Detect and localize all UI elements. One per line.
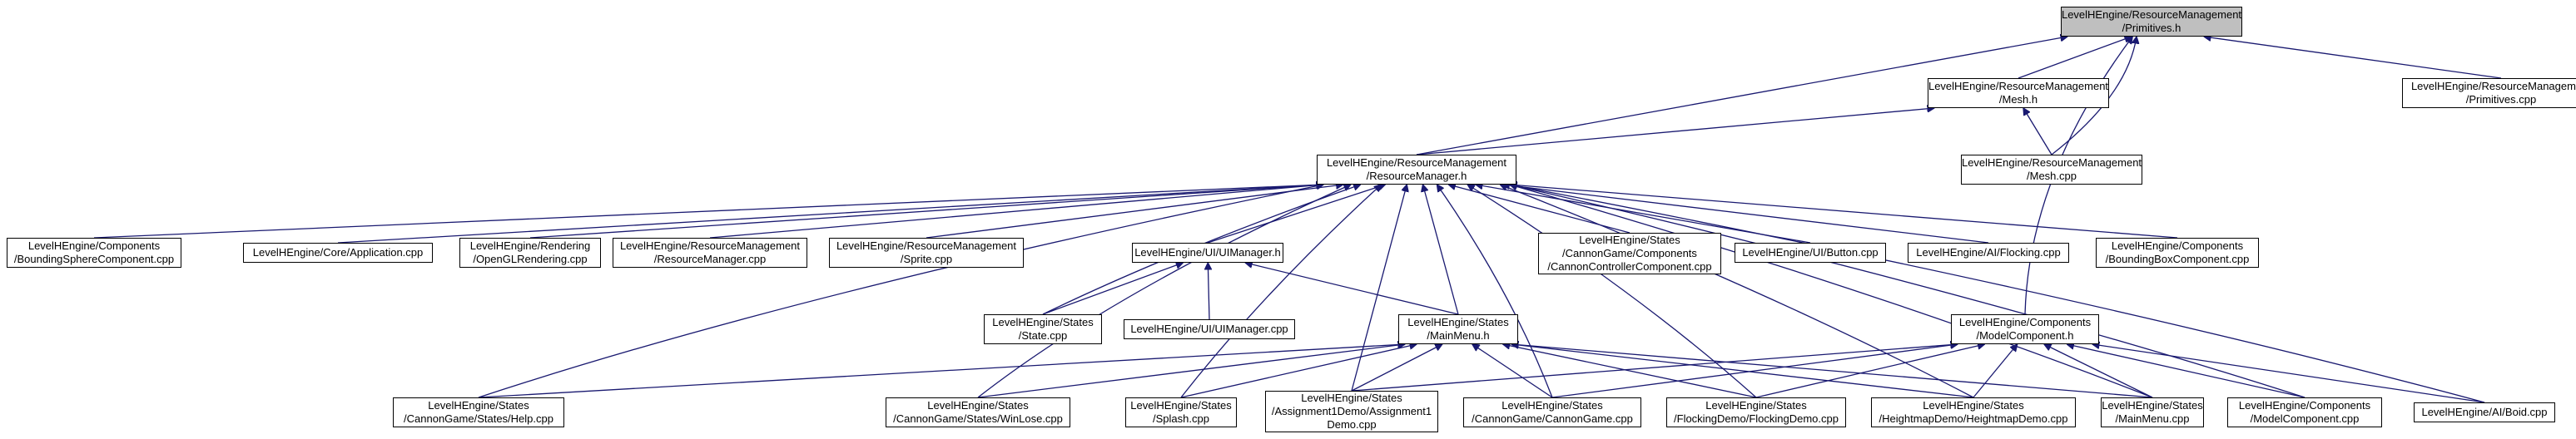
node-splash-cpp[interactable]: LevelHEngine/States /Splash.cpp (1125, 397, 1237, 427)
edge-mainmenu_h-to-resourcemanager_h (1423, 185, 1459, 315)
node-resourcemanager-cpp[interactable]: LevelHEngine/ResourceManagement /Resourc… (613, 238, 807, 268)
node-mesh-h[interactable]: LevelHEngine/ResourceManagement /Mesh.h (1928, 78, 2109, 108)
node-boid-cpp[interactable]: LevelHEngine/AI/Boid.cpp (2414, 402, 2555, 422)
edge-boid_cpp-to-resourcemanager_h (1510, 185, 2485, 403)
node-application-cpp[interactable]: LevelHEngine/Core/Application.cpp (243, 243, 433, 263)
edge-splash_cpp-to-mainmenu_h (1180, 344, 1417, 398)
edge-heightmapdemo_cpp-to-mainmenu_h (1511, 344, 1974, 398)
edge-flockingdemo_cpp-to-mainmenu_h (1503, 344, 1757, 398)
node-openglrendering-cpp[interactable]: LevelHEngine/Rendering /OpenGLRendering.… (459, 238, 601, 268)
node-cannoncontrollercomponent-cpp[interactable]: LevelHEngine/States /CannonGame/Componen… (1538, 233, 1721, 274)
edge-openglrendering_cpp-to-resourcemanager_h (529, 185, 1323, 239)
edge-assignment1demo_cpp-to-modelcomponent_h (1351, 344, 1958, 392)
node-mainmenu-cpp[interactable]: LevelHEngine/States /MainMenu.cpp (2101, 397, 2204, 427)
edge-mainmenu_cpp-to-resourcemanager_h (1510, 185, 2153, 398)
node-uimanager-cpp[interactable]: LevelHEngine/UI/UIManager.cpp (1124, 319, 1295, 339)
edge-heightmapdemo_cpp-to-modelcomponent_h (1973, 344, 2018, 398)
edge-uimanager_h-to-resourcemanager_h (1207, 185, 1385, 244)
node-cannongame-cpp[interactable]: LevelHEngine/States /CannonGame/CannonGa… (1463, 397, 1641, 427)
edge-cannongame_cpp-to-resourcemanager_h (1437, 185, 1553, 398)
edge-mainmenu_cpp-to-mainmenu_h (1511, 344, 2153, 398)
edge-winlose_cpp-to-mainmenu_h (977, 344, 1405, 398)
edge-modelcomponent_cpp-to-modelcomponent_h (2067, 344, 2305, 398)
edge-state_cpp-to-uimanager_h (1042, 263, 1183, 315)
edge-flockingdemo_cpp-to-resourcemanager_h (1467, 185, 1757, 398)
node-resourcemanager-h[interactable]: LevelHEngine/ResourceManagement /Resourc… (1317, 155, 1516, 185)
node-modelcomponent-h[interactable]: LevelHEngine/Components /ModelComponent.… (1951, 314, 2099, 344)
edge-help_cpp-to-resourcemanager_h (478, 185, 1323, 398)
node-uimanager-h[interactable]: LevelHEngine/UI/UIManager.h (1132, 243, 1283, 263)
edge-heightmapdemo_cpp-to-resourcemanager_h (1500, 185, 1974, 398)
node-primitives-cpp[interactable]: LevelHEngine/ResourceManagement /Primiti… (2402, 78, 2576, 108)
node-help-cpp[interactable]: LevelHEngine/States /CannonGame/States/H… (393, 397, 564, 427)
node-modelcomponent-cpp[interactable]: LevelHEngine/Components /ModelComponent.… (2227, 397, 2382, 427)
edge-sprite_cpp-to-resourcemanager_h (926, 185, 1343, 239)
edge-boundingbox_cpp-to-resourcemanager_h (1510, 185, 2178, 239)
edge-mainmenu_cpp-to-modelcomponent_h (2044, 344, 2153, 398)
node-flockingdemo-cpp[interactable]: LevelHEngine/States /FlockingDemo/Flocki… (1666, 397, 1846, 427)
node-boundingboxcomponent-cpp[interactable]: LevelHEngine/Components /BoundingBoxComp… (2096, 238, 2259, 268)
node-heightmapdemo-cpp[interactable]: LevelHEngine/States /HeightmapDemo/Heigh… (1871, 397, 2076, 427)
edge-mesh_h-to-primitives_h (2018, 37, 2132, 79)
edge-boundingsphere_cpp-to-resourcemanager_h (93, 185, 1323, 239)
node-mesh-cpp[interactable]: LevelHEngine/ResourceManagement /Mesh.cp… (1961, 155, 2142, 185)
node-assignment1demo-cpp[interactable]: LevelHEngine/States /Assignment1Demo/Ass… (1265, 391, 1438, 432)
edge-primitives_cpp-to-primitives_h (2204, 37, 2502, 79)
edge-winlose_cpp-to-resourcemanager_h (977, 185, 1351, 398)
edge-assignment1demo_cpp-to-mainmenu_h (1351, 344, 1442, 392)
node-boundingspherecomponent-cpp[interactable]: LevelHEngine/Components /BoundingSphereC… (7, 238, 181, 268)
edge-resourcemanager_cpp-to-resourcemanager_h (709, 185, 1323, 239)
edge-cannongame_cpp-to-modelcomponent_h (1551, 344, 1958, 398)
edge-resourcemanager_h-to-primitives_h (1416, 37, 2067, 155)
edge-modelcomponent_cpp-to-resourcemanager_h (1510, 185, 2305, 398)
edge-cannongame_cpp-to-mainmenu_h (1472, 344, 1553, 398)
node-uibutton-cpp[interactable]: LevelHEngine/UI/Button.cpp (1735, 243, 1886, 263)
edge-mainmenu_h-to-uimanager_h (1245, 263, 1459, 315)
edge-mesh_cpp-to-mesh_h (2023, 108, 2052, 155)
node-flocking-cpp[interactable]: LevelHEngine/AI/Flocking.cpp (1908, 243, 2069, 263)
node-primitives-h: LevelHEngine/ResourceManagement /Primiti… (2061, 7, 2242, 37)
node-mainmenu-h[interactable]: LevelHEngine/States /MainMenu.h (1398, 314, 1518, 344)
edge-application_cpp-to-resourcemanager_h (337, 185, 1323, 244)
edge-uimanager_cpp-to-uimanager_h (1208, 263, 1209, 320)
dependency-edges (93, 37, 2502, 403)
edge-help_cpp-to-mainmenu_h (478, 344, 1405, 398)
node-winlose-cpp[interactable]: LevelHEngine/States /CannonGame/States/W… (886, 397, 1070, 427)
edge-flockingdemo_cpp-to-modelcomponent_h (1755, 344, 1985, 398)
edge-flocking_cpp-to-resourcemanager_h (1502, 185, 1989, 244)
node-state-cpp[interactable]: LevelHEngine/States /State.cpp (984, 314, 1102, 344)
node-sprite-cpp[interactable]: LevelHEngine/ResourceManagement /Sprite.… (829, 238, 1024, 268)
edge-boid_cpp-to-modelcomponent_h (2092, 344, 2485, 403)
edge-assignment1demo_cpp-to-resourcemanager_h (1351, 185, 1407, 392)
edge-resourcemanager_h-to-mesh_h (1416, 108, 1934, 155)
